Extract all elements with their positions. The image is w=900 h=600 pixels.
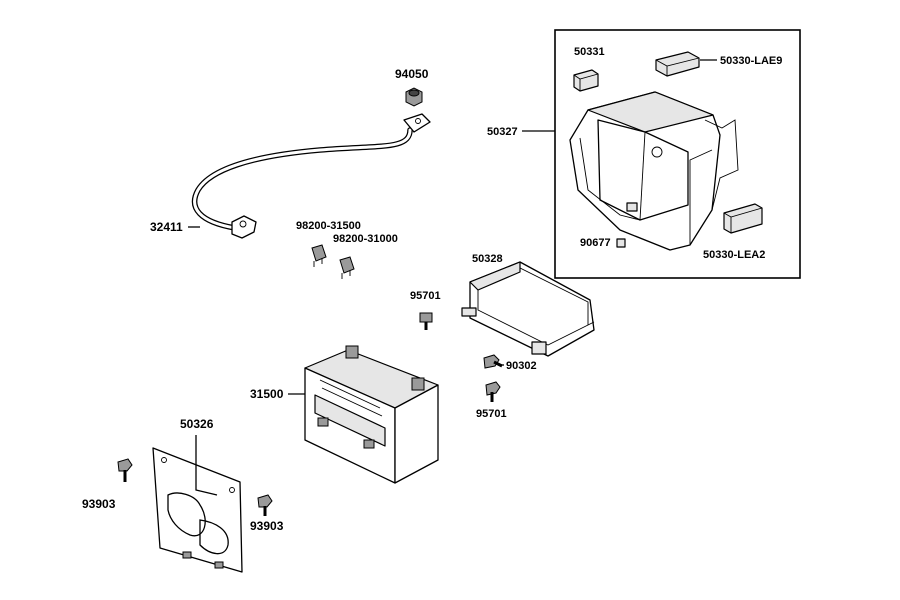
part-50331-pad[interactable] — [573, 69, 599, 92]
label-95701-lower: 95701 — [476, 408, 507, 420]
label-31500: 31500 — [250, 387, 284, 401]
label-90677: 90677 — [580, 237, 611, 249]
label-98200-31500: 98200-31500 — [296, 220, 361, 232]
part-98200-31000-fuse[interactable] — [339, 256, 355, 279]
part-90302-screw[interactable] — [483, 354, 503, 369]
label-50330-lea2: 50330-LEA2 — [703, 249, 765, 261]
label-94050: 94050 — [395, 67, 429, 81]
part-50326-battery-cover[interactable] — [152, 447, 243, 573]
label-50328: 50328 — [472, 253, 503, 265]
label-95701-upper: 95701 — [410, 290, 441, 302]
label-50330-lae9: 50330-LAE9 — [720, 55, 782, 67]
part-94050-nut[interactable] — [405, 87, 423, 107]
label-50327: 50327 — [487, 126, 518, 138]
part-50327-battery-case[interactable] — [569, 91, 739, 251]
part-95701-bolt-lower[interactable] — [485, 381, 501, 402]
label-93903-right: 93903 — [250, 519, 284, 533]
part-50328-battery-tray[interactable] — [461, 261, 595, 357]
detail-box — [554, 29, 801, 279]
part-93903-screw-right[interactable] — [257, 494, 273, 516]
label-90302: 90302 — [506, 360, 537, 372]
label-32411: 32411 — [150, 220, 183, 234]
label-98200-31000: 98200-31000 — [333, 233, 398, 245]
part-95701-bolt-upper[interactable] — [419, 312, 433, 330]
part-98200-31500-fuse[interactable] — [311, 244, 327, 267]
part-50330-lae9-pad[interactable] — [655, 51, 700, 77]
label-50331: 50331 — [574, 46, 605, 58]
label-93903-left: 93903 — [82, 497, 116, 511]
part-31500-battery[interactable] — [304, 345, 439, 484]
part-93903-screw-left[interactable] — [117, 458, 133, 482]
part-32411-battery-cable[interactable] — [191, 113, 431, 239]
part-90677-clip[interactable] — [616, 238, 626, 248]
label-50326: 50326 — [180, 417, 214, 431]
part-50330-lea2-pad[interactable] — [723, 203, 763, 234]
